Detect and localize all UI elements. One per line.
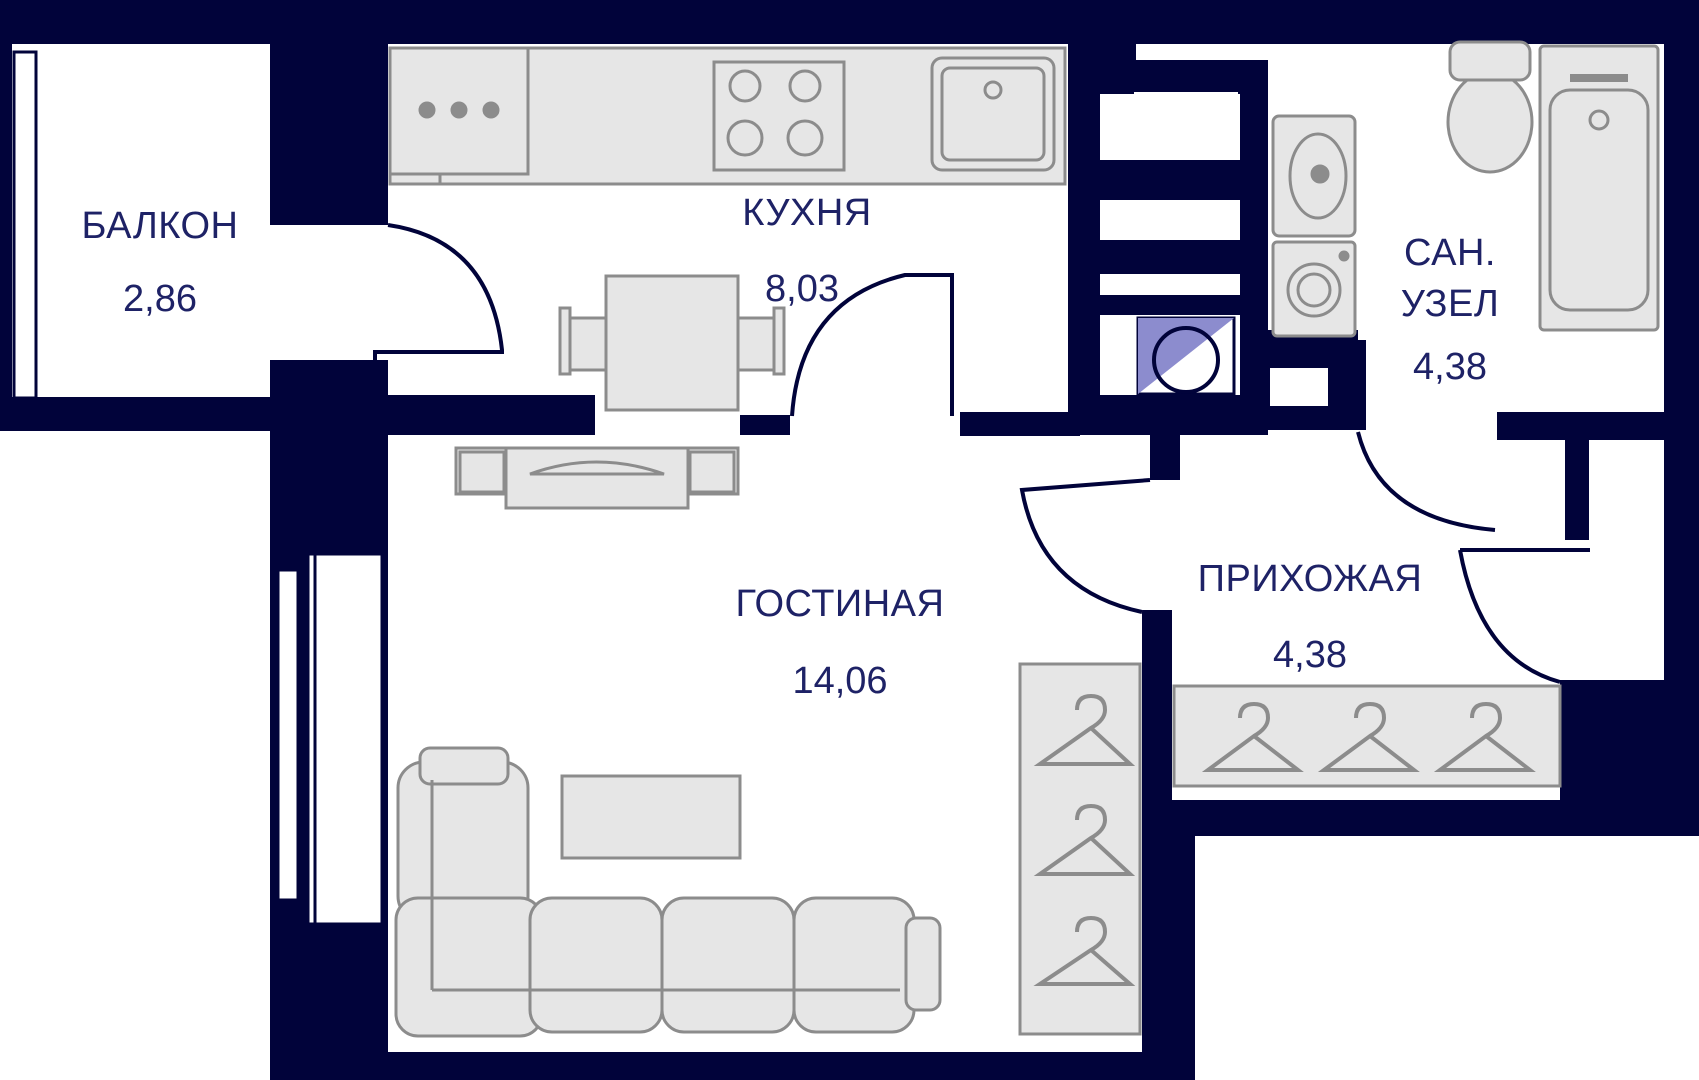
tv-icon [529,460,665,476]
vent-icon [1152,326,1220,394]
room-area-balcony: 2,86 [123,278,197,320]
wall-hall-left [1142,610,1172,836]
wardrobe-living [1018,662,1142,1036]
room-name-living: ГОСТИНАЯ [735,583,945,625]
room-name-balcony: БАЛКОН [81,205,239,247]
shaft-cell [1134,92,1238,160]
wall-kitchen-right [1068,44,1100,404]
wall-hall-stub [1150,395,1180,480]
door-balcony [373,223,504,360]
coffee-table-icon [560,774,742,860]
room-name-hallway: ПРИХОЖАЯ [1197,558,1423,600]
burner-icon [726,119,764,157]
sofa-seat [792,896,916,1034]
wall-top [0,0,1699,44]
shaft-cell [1134,200,1238,240]
burner-icon [786,119,824,157]
shaft [1134,92,1328,406]
chair-icon [564,316,608,372]
burner-icon [788,69,822,103]
wall-bottom [270,1052,1195,1080]
chair-icon [736,316,780,372]
sofa-seat [394,896,544,1038]
toilet-icon [1446,70,1534,174]
wall-shaft-top [1068,44,1104,64]
sofa-seat [528,896,664,1034]
table-icon [604,274,740,412]
door-entrance [1458,549,1561,684]
dot-icon [418,101,436,119]
wall-balcony-left [0,0,12,430]
door-kitchen [790,273,954,417]
bathroom-fixtures [1271,40,1660,338]
hanger-icon [1033,693,1136,766]
wall-living-right-bottom [1142,800,1195,1080]
wall-shaft-rib-2 [1100,240,1240,274]
wall-bath-pillar [1565,430,1589,540]
hanger-icon [1433,701,1536,772]
wall-shaft-right [1240,60,1268,432]
shaft-cell [1134,274,1238,295]
wall-kitchen-bottom-left [388,395,595,435]
dot-icon [450,101,468,119]
room-area-kitchen: 8,03 [765,268,839,310]
hanger-icon [1201,701,1304,772]
room-name-bathroom-1: САН. [1404,232,1496,274]
wall-bath-bottom-right [1497,412,1699,440]
wall-balcony-kitchen-top [270,0,388,225]
room-name-kitchen: КУХНЯ [742,192,872,234]
door-bathroom [1356,431,1496,532]
sofa-seat [660,896,796,1034]
kitchen-table [558,274,786,412]
balcony-window [12,50,38,400]
hanger-icon [1033,803,1136,876]
wall-shaft-rib-3 [1100,295,1240,315]
tv-stand [454,446,740,510]
room-area-living: 14,06 [792,660,888,702]
wall-right-corner [1560,680,1699,836]
sofa [394,746,942,1038]
room-name-bathroom-2: УЗЕЛ [1400,283,1500,325]
wardrobe-hall [1172,684,1562,788]
dot-icon [482,101,500,119]
wall-shaft-rib-1 [1100,160,1240,200]
burner-icon [728,69,762,103]
living-window [276,552,384,926]
wall-kitchen-bottom-mid [740,415,790,435]
shaft-cell [1270,368,1328,406]
hanger-icon [1033,915,1136,986]
wall-kitchen-bottom-right [960,412,1080,436]
room-area-hallway: 4,38 [1273,634,1347,676]
room-area-bathroom: 4,38 [1413,346,1487,388]
wall-bath-notch [1100,44,1136,74]
wall-balcony-bottom [0,397,290,431]
doors [373,223,1590,684]
wall-bath-stub [1336,340,1366,430]
door-hall [1019,478,1151,614]
coffee-table [560,774,742,860]
kitchen-counter [388,46,1067,186]
hanger-icon [1317,701,1420,772]
